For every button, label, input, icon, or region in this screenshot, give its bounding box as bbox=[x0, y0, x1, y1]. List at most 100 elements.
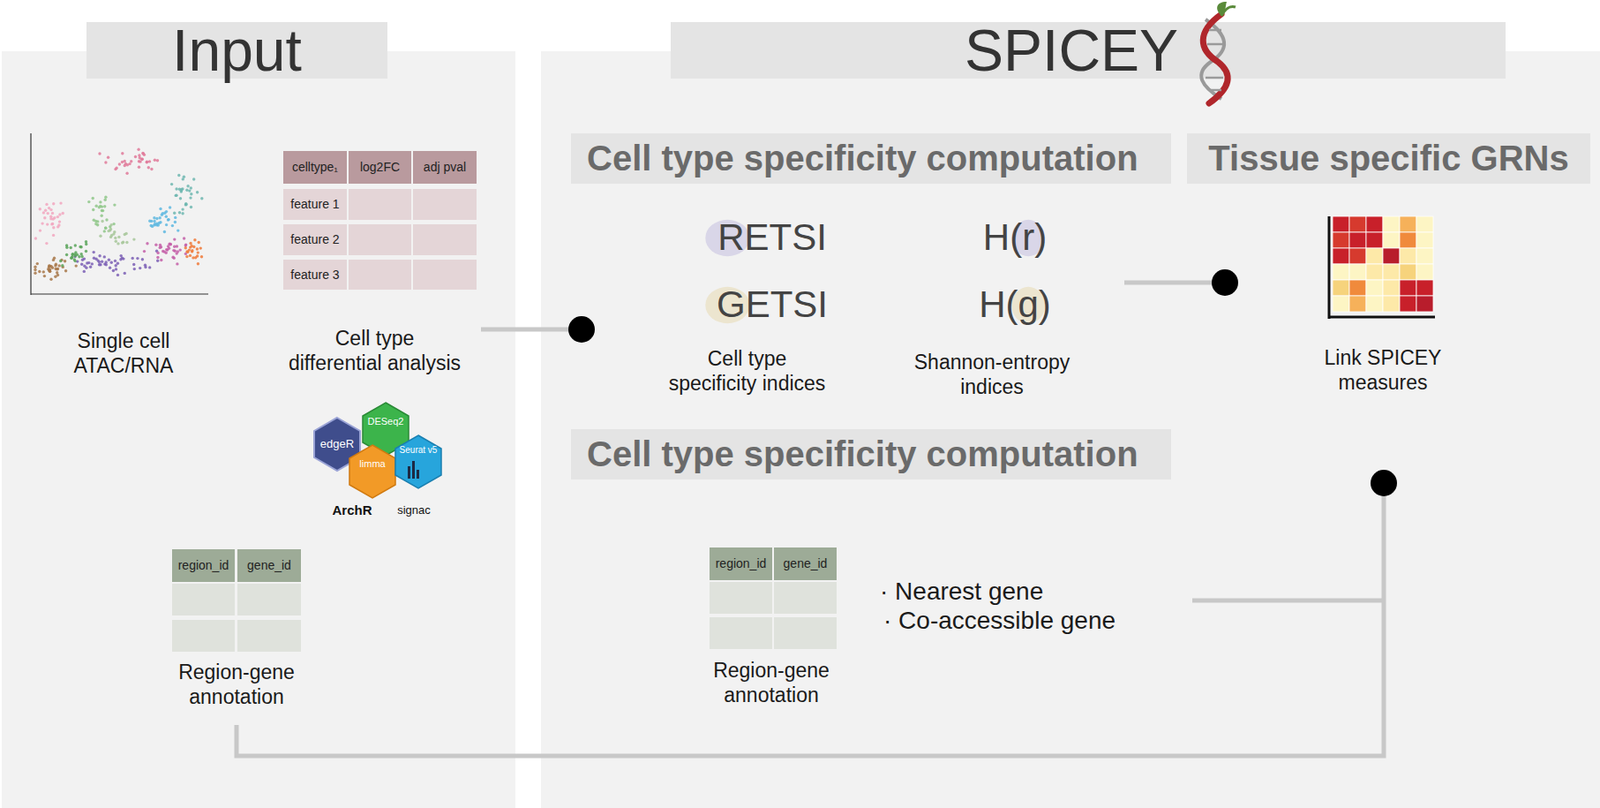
cell-dot bbox=[137, 159, 141, 163]
cell-dot bbox=[87, 261, 91, 264]
cell-dot bbox=[80, 262, 83, 266]
heatmap bbox=[1328, 216, 1435, 319]
cell-dot bbox=[119, 257, 122, 261]
cell-dot bbox=[166, 217, 170, 221]
table-header-cell bbox=[413, 150, 477, 184]
heatmap-cell bbox=[1349, 295, 1367, 312]
cell-dot bbox=[153, 158, 157, 162]
cell-dot bbox=[121, 240, 125, 244]
cell-dot bbox=[64, 269, 68, 272]
table-cell: feature 1 bbox=[290, 196, 339, 212]
cell-dot bbox=[189, 186, 193, 189]
table-header-box: log2FC bbox=[348, 150, 412, 184]
cell-dot bbox=[98, 234, 102, 238]
cell-dot bbox=[170, 182, 173, 186]
logo-text-box: DESeq2 bbox=[359, 414, 413, 429]
cell-dot bbox=[47, 206, 51, 210]
caption-box: Shannon-entropy indices bbox=[903, 350, 1081, 399]
cell-dot bbox=[172, 245, 176, 248]
band-title: Tissue specific GRNs bbox=[1208, 133, 1569, 184]
panel-heading: Input bbox=[86, 22, 388, 79]
cell-dot bbox=[58, 219, 61, 223]
heatmap-cell bbox=[1332, 216, 1350, 233]
cell-dot bbox=[45, 202, 48, 206]
heatmap-cell bbox=[1399, 279, 1417, 296]
cell-dot bbox=[105, 217, 108, 221]
cell-dot bbox=[184, 242, 188, 246]
cell-dot bbox=[165, 210, 168, 213]
index-name-box: H(r) bbox=[961, 215, 1068, 260]
cell-dot bbox=[70, 255, 74, 259]
cell-dot bbox=[190, 249, 194, 253]
caption: Link SPICEY measures bbox=[1324, 345, 1443, 394]
cell-dot bbox=[182, 175, 186, 179]
logo-text: DESeq2 bbox=[368, 415, 405, 428]
cell-dot bbox=[185, 255, 188, 258]
cell-dot bbox=[46, 211, 50, 215]
cell-dot bbox=[145, 160, 149, 164]
cell-dot bbox=[184, 246, 188, 249]
cell-dot bbox=[177, 173, 181, 177]
cell-dot bbox=[163, 249, 166, 253]
cell-dot bbox=[185, 249, 188, 253]
heatmap-cell bbox=[1366, 232, 1383, 248]
cell-dot bbox=[187, 188, 191, 192]
band-title: Cell type specificity computation bbox=[586, 428, 1139, 480]
heatmap-cell bbox=[1332, 232, 1350, 248]
cell-dot bbox=[168, 242, 172, 246]
cell-dot bbox=[107, 258, 111, 262]
cell-dot bbox=[75, 263, 78, 267]
table-cell: feature 3 bbox=[290, 267, 339, 283]
cell-dot bbox=[184, 202, 188, 206]
cell-dot bbox=[200, 255, 203, 258]
heatmap-cell bbox=[1366, 263, 1383, 280]
cell-dot bbox=[58, 212, 61, 216]
cell-dot bbox=[188, 241, 192, 245]
cell-dot bbox=[78, 245, 82, 248]
cell-dot bbox=[37, 270, 41, 273]
cell-dot bbox=[97, 151, 101, 155]
heatmap-cell bbox=[1399, 263, 1417, 280]
bullet-item-box: · Nearest gene bbox=[879, 576, 1044, 607]
cell-dot bbox=[89, 265, 92, 269]
heatmap-cell bbox=[1416, 232, 1434, 248]
helix-strand bbox=[1202, 14, 1228, 104]
cell-dot bbox=[173, 216, 177, 219]
bullet-item: · Nearest gene bbox=[879, 577, 1044, 605]
cell-dot bbox=[160, 213, 164, 217]
cell-dot bbox=[56, 215, 60, 218]
cell-dot bbox=[156, 251, 159, 255]
cell-dot bbox=[158, 207, 162, 211]
pepper-stem bbox=[1221, 6, 1236, 16]
cell-dot bbox=[195, 190, 199, 194]
heatmap-cell bbox=[1349, 232, 1367, 248]
table-header: gene_id bbox=[783, 555, 828, 571]
heatmap-cell bbox=[1382, 263, 1400, 280]
cell-dot bbox=[182, 236, 186, 240]
caption: Region-gene annotation bbox=[178, 660, 295, 708]
cell-dot bbox=[140, 157, 143, 161]
table-cell bbox=[413, 224, 477, 256]
cell-dot bbox=[56, 225, 60, 228]
cell-dot bbox=[188, 195, 192, 199]
cell-dot bbox=[54, 267, 58, 271]
cell-dot bbox=[172, 211, 176, 215]
panel-title: SPICEY bbox=[964, 22, 1179, 79]
cell-dot bbox=[43, 216, 46, 219]
cell-dot bbox=[110, 223, 113, 226]
cell-dot bbox=[87, 200, 91, 203]
cell-dot bbox=[103, 229, 106, 233]
heatmap-cell bbox=[1399, 247, 1417, 264]
link-line bbox=[1192, 598, 1384, 603]
cell-dot bbox=[105, 262, 108, 266]
band-title: Cell type specificity computation bbox=[586, 133, 1139, 184]
cell-dot bbox=[166, 217, 170, 221]
helix-rung bbox=[1209, 89, 1222, 92]
cell-dot bbox=[186, 250, 189, 254]
table-header-cell bbox=[172, 548, 235, 582]
cell-dot bbox=[33, 271, 37, 275]
table-header-box: region_id bbox=[172, 548, 235, 582]
cell-dot bbox=[82, 270, 86, 273]
cell-dot bbox=[138, 266, 142, 270]
cell-dot bbox=[43, 274, 46, 278]
